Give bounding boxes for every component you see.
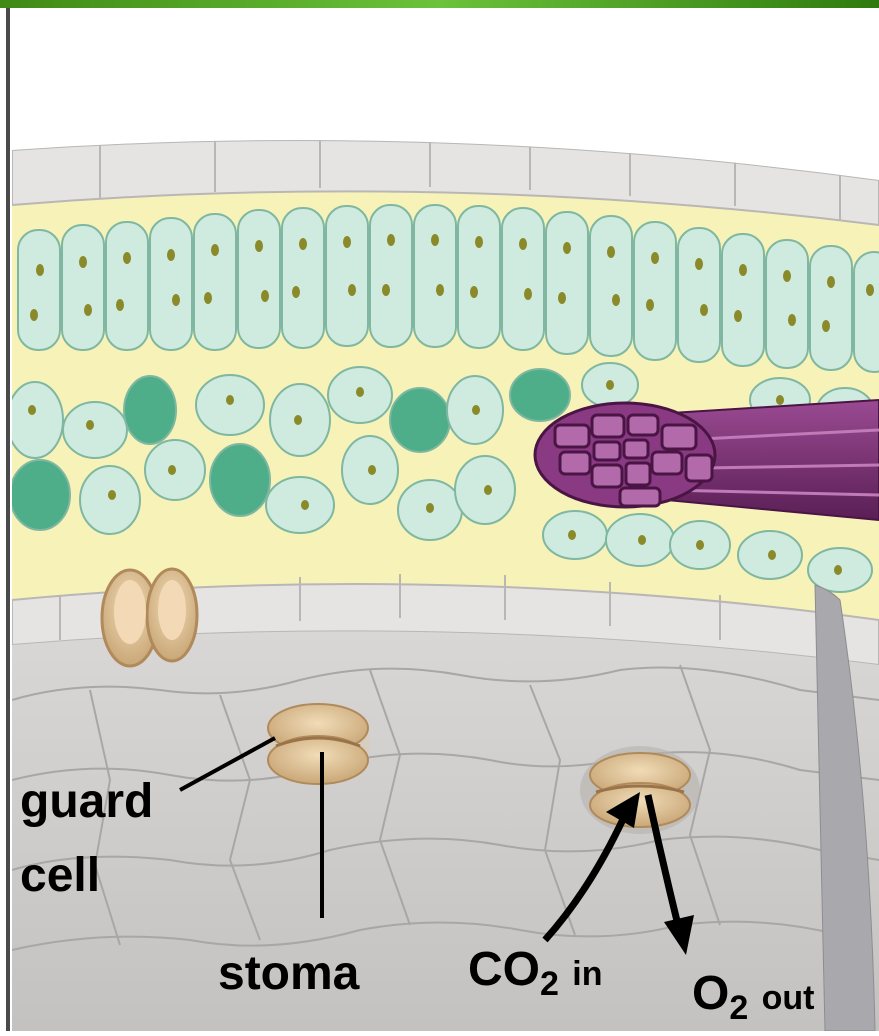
guard-cell-label-2: cell bbox=[20, 852, 100, 900]
stoma-guard-cells-2 bbox=[580, 746, 700, 834]
left-border bbox=[6, 8, 10, 1031]
leaf-vein bbox=[535, 400, 879, 520]
guard-cell-label-line1: guard bbox=[20, 775, 153, 828]
header-bar bbox=[0, 0, 879, 8]
co2-suffix: in bbox=[572, 955, 602, 993]
o2-main: O bbox=[692, 967, 729, 1020]
guard-cell-label: guard bbox=[20, 778, 153, 826]
o2-out-label: O2 out bbox=[692, 970, 814, 1018]
stoma-label: stoma bbox=[218, 950, 359, 998]
stoma-label-text: stoma bbox=[218, 947, 359, 1000]
guard-cell-side-view bbox=[102, 569, 197, 666]
co2-subscript: 2 bbox=[540, 965, 559, 1003]
co2-in-label: CO2 in bbox=[468, 946, 602, 994]
stoma-guard-cells bbox=[266, 704, 370, 784]
o2-subscript: 2 bbox=[729, 989, 748, 1027]
guard-cell-label-line2: cell bbox=[20, 849, 100, 902]
o2-suffix: out bbox=[762, 979, 815, 1017]
co2-main: CO bbox=[468, 943, 540, 996]
